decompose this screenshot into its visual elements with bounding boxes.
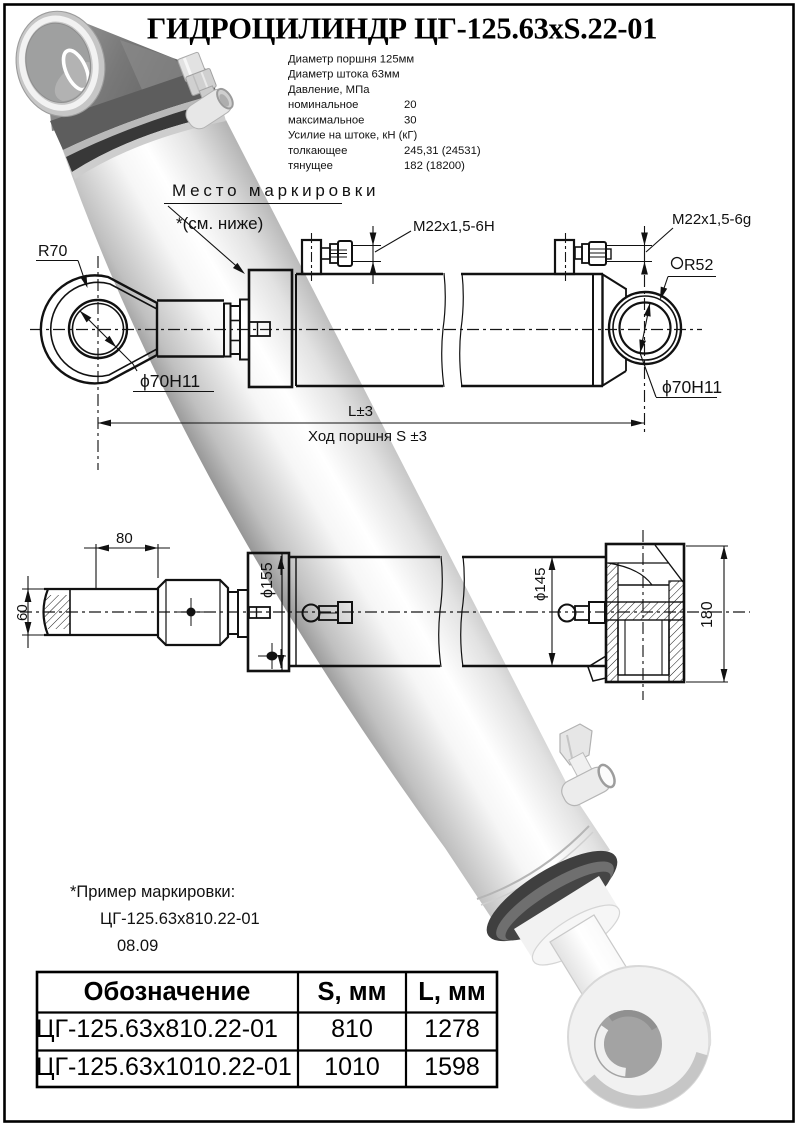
svg-text:Давление, МПа: Давление, МПа	[288, 84, 370, 96]
svg-text:тянущее: тянущее	[288, 160, 333, 172]
svg-text:S, мм: S, мм	[318, 978, 387, 1006]
svg-text:ГИДРОЦИЛИНДР ЦГ-125.63хS.22-01: ГИДРОЦИЛИНДР ЦГ-125.63хS.22-01	[147, 12, 657, 46]
svg-text:60: 60	[14, 604, 31, 621]
svg-text:ЦГ-125.63х1010.22-01: ЦГ-125.63х1010.22-01	[36, 1053, 292, 1081]
svg-text:M22x1,5-6g: M22x1,5-6g	[672, 211, 751, 228]
svg-text:Ход поршня S ±3: Ход поршня S ±3	[308, 428, 427, 445]
svg-text:L, мм: L, мм	[418, 978, 485, 1006]
svg-text:30: 30	[404, 114, 417, 126]
svg-text:ϕ70H11: ϕ70H11	[662, 377, 722, 397]
svg-text:180: 180	[699, 601, 716, 628]
svg-text:R70: R70	[38, 243, 67, 260]
svg-text:ЦГ-125.63х810.22-01: ЦГ-125.63х810.22-01	[36, 1015, 278, 1043]
svg-text:R52: R52	[684, 257, 713, 274]
svg-text:Диаметр штока 63мм: Диаметр штока 63мм	[288, 69, 400, 81]
svg-text:M22x1,5-6H: M22x1,5-6H	[413, 218, 495, 235]
svg-text:ЦГ-125.63х810.22-01: ЦГ-125.63х810.22-01	[100, 910, 260, 928]
svg-text:ϕ145: ϕ145	[532, 568, 549, 601]
svg-text:182 (18200): 182 (18200)	[404, 160, 465, 172]
svg-text:Место маркировки: Место маркировки	[172, 181, 379, 200]
svg-text:80: 80	[116, 530, 133, 547]
svg-text:08.09: 08.09	[117, 937, 158, 955]
svg-text:максимальное: максимальное	[288, 114, 364, 126]
svg-text:Обозначение: Обозначение	[84, 978, 251, 1006]
svg-text:1598: 1598	[424, 1053, 480, 1081]
svg-text:1010: 1010	[324, 1053, 380, 1081]
svg-text:1278: 1278	[424, 1015, 480, 1043]
svg-text:ϕ155: ϕ155	[259, 562, 276, 598]
svg-text:толкающее: толкающее	[288, 145, 347, 157]
svg-text:810: 810	[331, 1015, 373, 1043]
svg-text:245,31 (24531): 245,31 (24531)	[404, 145, 481, 157]
svg-text:номинальное: номинальное	[288, 99, 358, 111]
svg-text:*Пример маркировки:: *Пример маркировки:	[70, 883, 235, 901]
svg-text:L±3: L±3	[348, 403, 373, 420]
svg-text:Диаметр поршня 125мм: Диаметр поршня 125мм	[288, 53, 414, 65]
svg-text:ϕ70H11: ϕ70H11	[140, 371, 200, 391]
svg-text:20: 20	[404, 99, 417, 111]
svg-text:*(см. ниже): *(см. ниже)	[176, 214, 263, 233]
svg-text:Усилие на штоке, кН (кГ): Усилие на штоке, кН (кГ)	[288, 130, 417, 142]
